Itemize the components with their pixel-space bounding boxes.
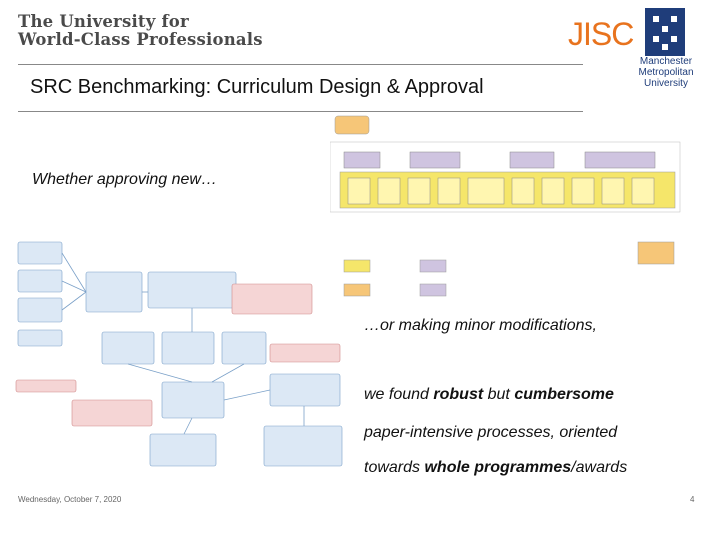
approving-new-text: Whether approving new… [32, 171, 217, 188]
findings-line1: we found robust but cumbersome [364, 386, 614, 403]
minor-modifications-text: …or making minor modifications, [364, 317, 597, 334]
university-tagline-line2: World-Class Professionals [18, 30, 263, 49]
footer-date: Wednesday, October 7, 2020 [18, 495, 122, 504]
mmu-logo-text: Manchester Metropolitan University [638, 56, 694, 89]
findings-line3: towards whole programmes/awards [364, 459, 628, 476]
whole-programmes-emphasis: whole programmes [424, 459, 572, 476]
approval-process-diagram [330, 115, 681, 297]
jisc-logo: JISC [568, 16, 634, 52]
robust-emphasis: robust [433, 386, 484, 403]
findings-line2: paper-intensive processes, oriented [364, 424, 618, 441]
minor-modifications-flowchart [15, 241, 343, 467]
cumbersome-emphasis: cumbersome [514, 386, 614, 403]
title-rule-box [18, 64, 583, 112]
university-tagline-line1: The University for [18, 12, 189, 31]
page-number: 4 [690, 495, 695, 504]
mmu-crest-logo [645, 8, 685, 56]
slide-title: SRC Benchmarking: Curriculum Design & Ap… [30, 76, 484, 98]
